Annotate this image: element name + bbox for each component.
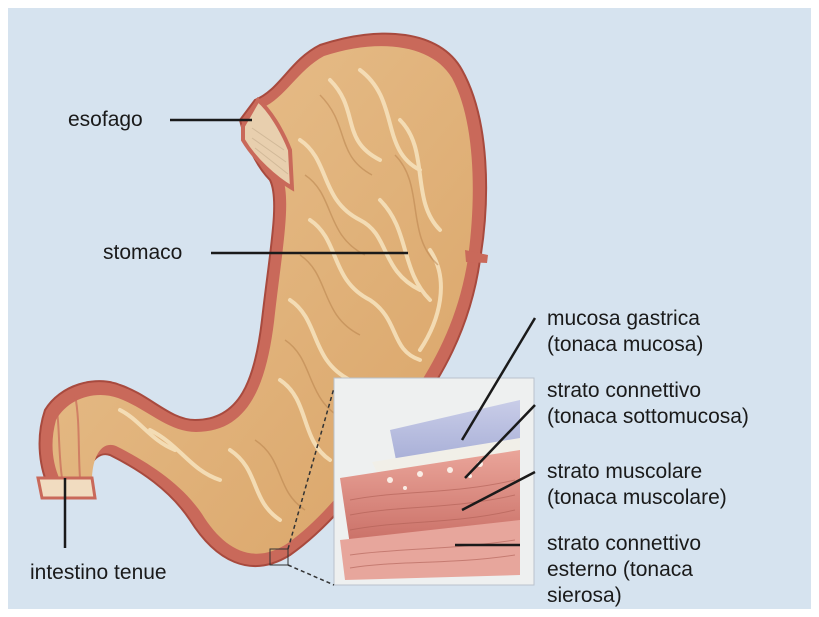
mucosa-label: mucosa gastrica (tonaca mucosa)	[547, 306, 703, 358]
wall-section-inset	[334, 378, 534, 585]
esophagus-label: esofago	[68, 107, 143, 133]
stomach-label: stomaco	[103, 240, 182, 266]
small-intestine-label: intestino tenue	[30, 560, 167, 586]
muscularis-label: strato muscolare (tonaca muscolare)	[547, 459, 727, 511]
serosa-label: strato connettivo esterno (tonaca sieros…	[547, 531, 701, 609]
submucosa-label: strato connettivo (tonaca sottomucosa)	[547, 378, 749, 430]
intestine-opening	[38, 478, 95, 498]
